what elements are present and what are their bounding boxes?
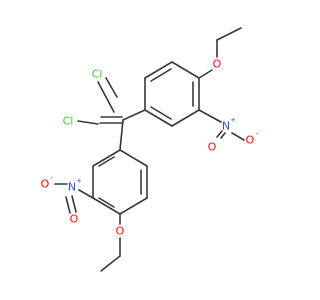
charge-n-nitro-bottom: +: [76, 177, 82, 185]
bond: [216, 130, 223, 138]
atom-cl-left: Cl: [63, 115, 74, 128]
atom-o-ether-bottom: O: [116, 225, 125, 238]
bond: [171, 61, 200, 79]
bond: [198, 69, 213, 79]
bond: [231, 132, 245, 141]
atom-labels: Cl Cl O N + O O - N + O O - O: [41, 58, 259, 238]
bond: [100, 255, 121, 272]
charge-o-nitro-top-b: -: [256, 130, 259, 138]
bond: [150, 68, 172, 82]
bond: [77, 120, 99, 125]
bond: [119, 149, 148, 167]
bond: [92, 149, 121, 167]
bond: [98, 156, 115, 167]
atom-o-nitro-bottom-b: O: [41, 178, 50, 191]
charge-o-nitro-bottom-b: -: [51, 174, 54, 182]
bond: [150, 106, 172, 120]
atom-o-ether-top: O: [213, 58, 222, 71]
bond: [171, 109, 200, 127]
atom-n-nitro-bottom: N: [68, 181, 76, 194]
bond: [144, 61, 173, 79]
bonds: [54, 27, 245, 272]
bond: [78, 189, 94, 199]
molecule-structure: Cl Cl O N + O O - N + O O - O: [41, 27, 259, 272]
charge-n-nitro-top: +: [230, 116, 236, 124]
bond: [216, 27, 242, 41]
bond: [198, 109, 222, 123]
bond: [92, 197, 121, 215]
bond: [220, 132, 226, 139]
bond: [119, 119, 124, 151]
atom-cl-top: Cl: [92, 68, 103, 81]
bond: [144, 109, 173, 127]
bond: [97, 81, 115, 113]
bond: [98, 197, 115, 208]
bond: [122, 109, 146, 121]
bond: [71, 195, 77, 213]
atom-o-nitro-top-b: O: [246, 134, 255, 147]
bond: [65, 196, 71, 214]
atom-n-nitro-top: N: [222, 120, 230, 133]
atom-o-nitro-top-a: O: [208, 141, 217, 154]
atom-o-nitro-bottom-a: O: [70, 213, 79, 226]
bond: [105, 77, 118, 98]
bond: [119, 197, 148, 215]
